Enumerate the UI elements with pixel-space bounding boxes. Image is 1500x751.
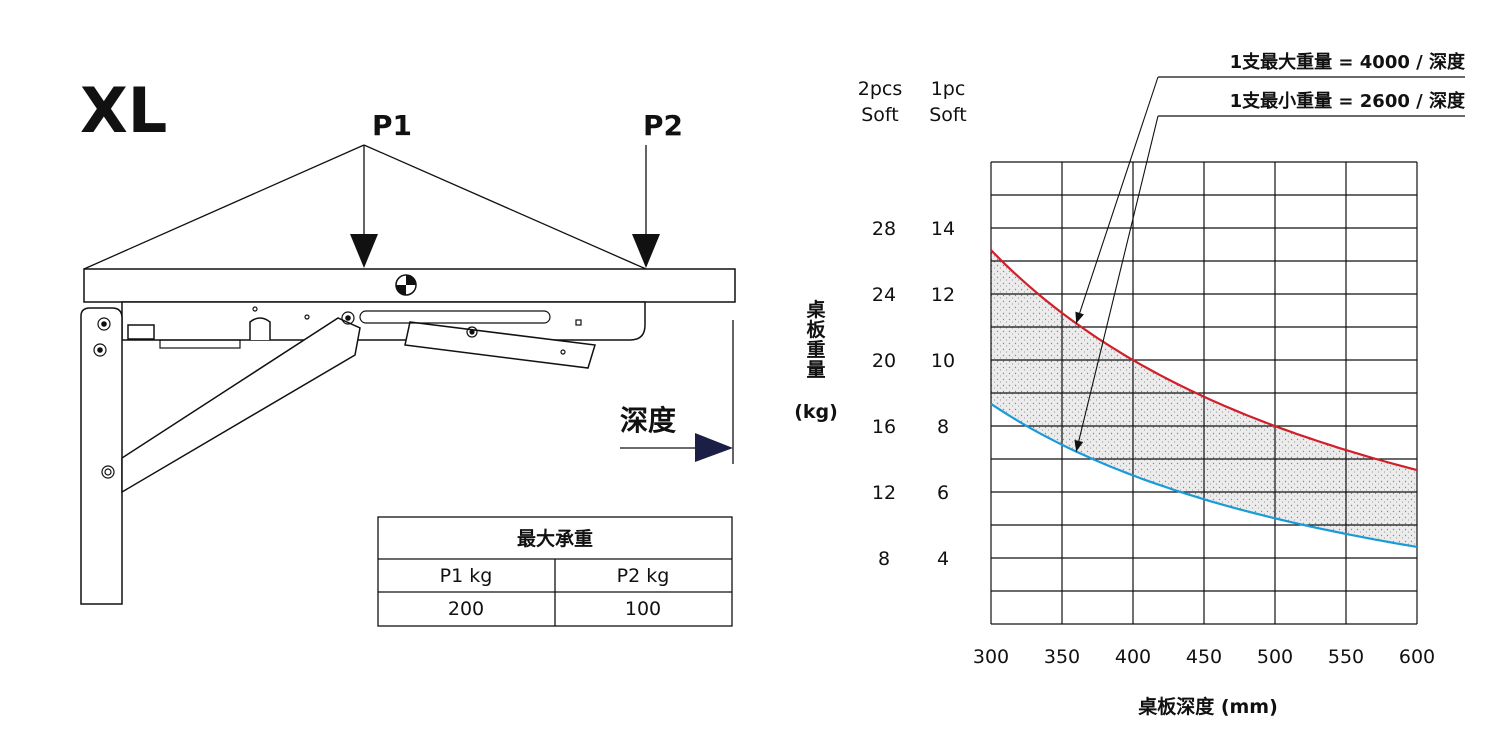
x-tick-label: 550 [1328,646,1364,668]
load-table-title: 最大承重 [517,527,593,550]
y-axis-label-char: 重 [806,339,825,361]
y-tick-labels: 8 12 16 20 24 28 4 6 8 10 12 14 [872,218,955,570]
center-mark-icon [395,274,417,296]
y-axis-label-char: 桌 [806,298,825,321]
series-annotation-label: 1支最大重量 = 4000 / 深度 [1230,51,1466,73]
y-axis-header-line: 2pcs [858,78,903,100]
load-table-header-p2: P2 kg [617,565,670,587]
y-axis-label-unit: (kg) [794,401,838,423]
y-axis-label-char: 量 [806,359,825,381]
y-tick-label: 6 [937,482,949,504]
annotation-leader-line [1075,76,1159,324]
p2-arrow-icon [632,234,660,268]
y-tick-label: 8 [937,416,949,438]
series-annotations: 1支最大重量 = 4000 / 深度 1支最小重量 = 2600 / 深度 [1074,51,1466,452]
load-chart: 300 350 400 450 500 550 600 8 12 16 20 24 28 4 6 8 10 12… [794,51,1466,718]
p2-label: P2 [643,109,683,142]
series-max-line [990,249,1418,472]
y-tick-label: 28 [872,218,896,240]
load-table [377,516,733,627]
x-tick-label: 500 [1257,646,1293,668]
x-tick-label: 400 [1115,646,1151,668]
annotation-leader-line [1075,115,1159,452]
y-tick-label: 12 [931,284,955,306]
y-tick-label: 12 [872,482,896,504]
y-axis-header-line: Soft [861,104,899,126]
y-tick-label: 8 [878,548,890,570]
load-triangle [83,144,647,270]
load-table-value-p1: 200 [448,598,484,620]
y-tick-label: 20 [872,350,896,372]
x-tick-labels: 300 350 400 450 500 550 600 [973,646,1435,668]
y-tick-label: 10 [931,350,955,372]
x-axis-label: 桌板深度 (mm) [1138,695,1278,718]
depth-label: 深度 [620,404,676,437]
annotation-arrow-icon [1075,311,1084,324]
bracket-details [93,306,582,479]
load-table-value-p2: 100 [625,598,661,620]
x-tick-label: 450 [1186,646,1222,668]
chart-grid [990,161,1418,625]
model-label: XL [80,74,167,147]
series-annotation-label: 1支最小重量 = 2600 / 深度 [1230,90,1466,112]
y-tick-label: 24 [872,284,896,306]
y-axis-header-line: Soft [929,104,967,126]
y-axis-label-char: 板 [806,318,826,341]
x-tick-label: 350 [1044,646,1080,668]
y-tick-label: 4 [937,548,949,570]
x-tick-label: 300 [973,646,1009,668]
p1-label: P1 [372,109,412,142]
series-min-line [990,402,1418,548]
y-tick-label: 16 [872,416,896,438]
annotation-arrow-icon [1074,439,1084,452]
depth-arrow-icon [695,433,733,462]
load-table-header-p1: P1 kg [440,565,493,587]
p1-arrow-icon [350,234,378,268]
y-axis-header-line: 1pc [931,78,966,100]
y-tick-label: 14 [931,218,955,240]
x-tick-label: 600 [1399,646,1435,668]
